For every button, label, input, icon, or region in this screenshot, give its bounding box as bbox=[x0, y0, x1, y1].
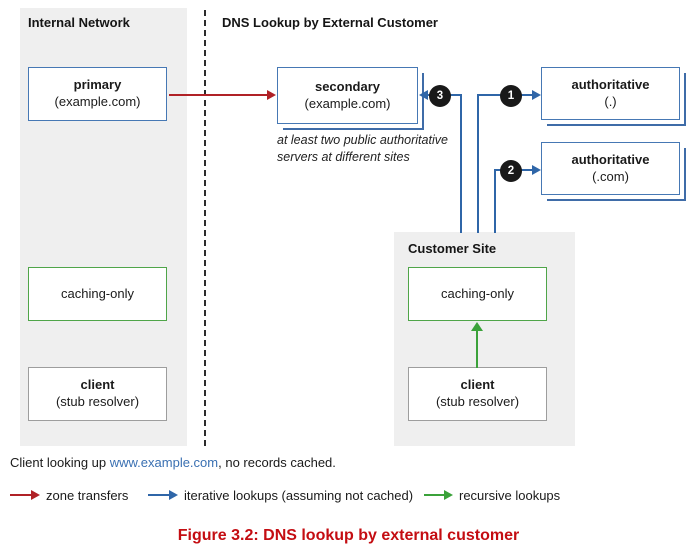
customer-caching-only-label: caching-only bbox=[441, 285, 514, 301]
secondary-note: at least two public authoritative server… bbox=[277, 133, 448, 164]
customer-client-sub: (stub resolver) bbox=[435, 394, 520, 409]
step-2-badge: 2 bbox=[500, 160, 522, 182]
primary-dns-zone: (example.com) bbox=[54, 94, 141, 109]
authoritative-com-node: authoritative (.com) bbox=[541, 142, 686, 201]
step-3-badge: 3 bbox=[429, 85, 451, 107]
internal-caching-only-label: caching-only bbox=[61, 285, 134, 301]
customer-caching-only-node: caching-only bbox=[408, 267, 547, 321]
customer-client-node: client (stub resolver) bbox=[408, 367, 547, 421]
recursive-lookup-arrowhead-icon bbox=[471, 322, 483, 331]
footer-note: Client looking up www.example.com, no re… bbox=[10, 455, 336, 470]
primary-dns-label: primary bbox=[73, 77, 122, 93]
authoritative-root-label: authoritative bbox=[571, 76, 650, 92]
customer-client-label: client bbox=[460, 377, 495, 393]
internal-client-node: client (stub resolver) bbox=[28, 367, 167, 421]
internal-caching-only-node: caching-only bbox=[28, 267, 167, 321]
legend-zone-transfer-label: zone transfers bbox=[46, 488, 129, 503]
step2-line-a bbox=[494, 169, 502, 171]
zone-transfer-arrowhead-icon bbox=[267, 89, 276, 100]
step2-vertical-line bbox=[494, 169, 496, 233]
authoritative-root-node: authoritative (.) bbox=[541, 67, 686, 126]
legend-zone-transfer-line bbox=[10, 494, 32, 496]
legend-recursive-label: recursive lookups bbox=[459, 488, 561, 503]
step1-arrowhead-icon bbox=[532, 89, 541, 100]
customer-site-title: Customer Site bbox=[408, 241, 497, 256]
legend-iterative-arrow-icon bbox=[169, 489, 178, 500]
zone-transfer-line bbox=[169, 94, 268, 96]
step1-line-b bbox=[521, 94, 533, 96]
footer-note-suffix: , no records cached. bbox=[218, 455, 336, 470]
internal-network-title: Internal Network bbox=[28, 15, 130, 30]
step-1-badge: 1 bbox=[500, 85, 522, 107]
authoritative-root-zone: (.) bbox=[604, 93, 617, 109]
figure-caption: Figure 3.2: DNS lookup by external custo… bbox=[177, 527, 520, 544]
internal-client-label: client bbox=[80, 377, 115, 393]
step3-arrowhead-icon bbox=[419, 89, 428, 100]
legend-zone-transfer-arrow-icon bbox=[31, 489, 40, 500]
legend-iterative-label: iterative lookups (assuming not cached) bbox=[184, 488, 414, 503]
legend-iterative-line bbox=[148, 494, 170, 496]
network-boundary-divider bbox=[204, 10, 206, 446]
authoritative-com-label: authoritative bbox=[571, 151, 650, 167]
footer-note-hostname: www.example.com bbox=[109, 455, 219, 470]
authoritative-com-zone: (.com) bbox=[592, 168, 629, 184]
step1-vertical-line bbox=[477, 94, 479, 233]
step3-line-b bbox=[450, 94, 462, 96]
recursive-lookup-line bbox=[476, 330, 478, 368]
step1-line-a bbox=[477, 94, 502, 96]
legend-recursive-arrow-icon bbox=[444, 489, 453, 500]
primary-dns-node: primary (example.com) bbox=[28, 67, 167, 121]
step2-arrowhead-icon bbox=[532, 164, 541, 175]
secondary-dns-node: secondary (example.com) bbox=[277, 67, 424, 130]
secondary-dns-zone: (example.com) bbox=[304, 95, 391, 111]
legend-recursive-line bbox=[424, 494, 445, 496]
step2-line-b bbox=[521, 169, 533, 171]
secondary-dns-label: secondary bbox=[314, 78, 381, 94]
internal-client-sub: (stub resolver) bbox=[55, 394, 140, 409]
external-lookup-title: DNS Lookup by External Customer bbox=[222, 15, 438, 30]
step3-vertical-line bbox=[460, 94, 462, 233]
footer-note-prefix: Client looking up bbox=[10, 455, 110, 470]
